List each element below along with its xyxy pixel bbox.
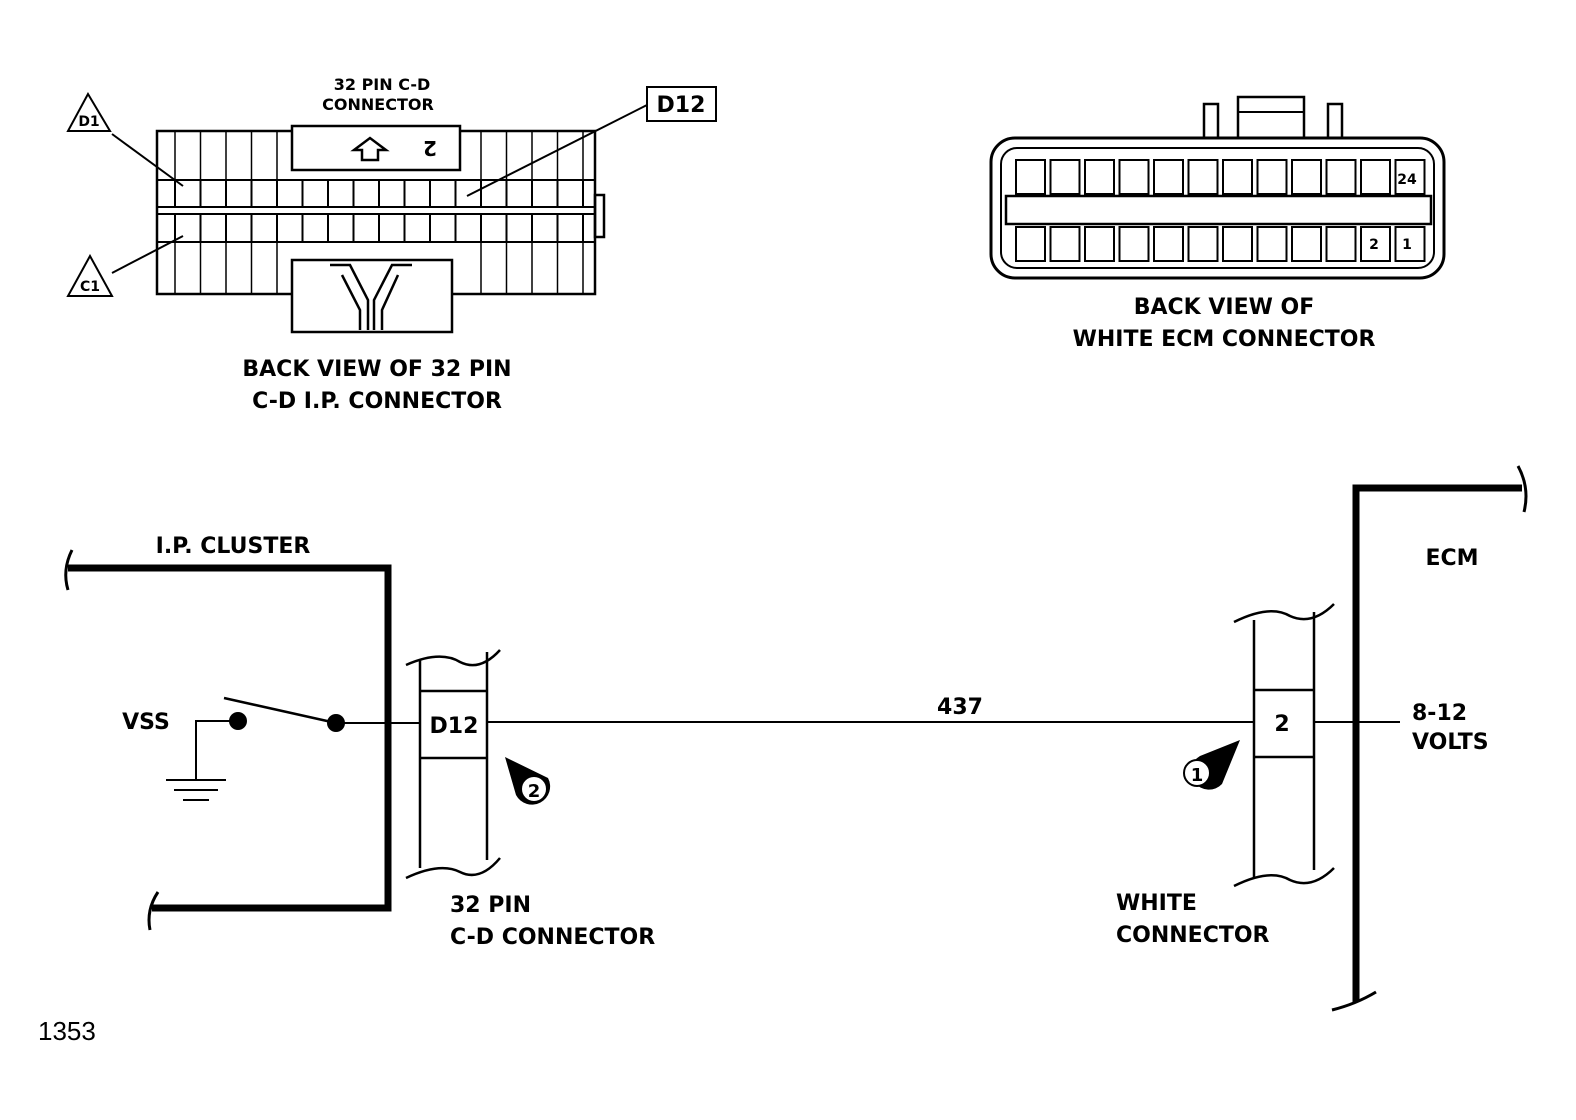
up-arrow-icon bbox=[350, 136, 390, 162]
ecm-caption-line2: WHITE ECM CONNECTOR bbox=[1073, 327, 1376, 352]
cd-connector-wire-exit bbox=[290, 258, 454, 334]
d12-callout-box bbox=[646, 86, 717, 122]
d12-callout: D12 bbox=[657, 93, 706, 118]
switch-arm bbox=[223, 696, 337, 725]
white-connector-symbol: 2 bbox=[1233, 603, 1335, 888]
c1-tag-triangle bbox=[66, 253, 114, 297]
cd-connector-caption-line1: 32 PIN bbox=[450, 893, 531, 918]
vss-label: VSS bbox=[122, 710, 170, 735]
d1-tag-triangle bbox=[66, 91, 112, 132]
wire-number: 437 bbox=[937, 695, 983, 720]
cd-caption-line1: BACK VIEW OF 32 PIN bbox=[242, 357, 511, 382]
ecm-boundary bbox=[1352, 484, 1522, 1002]
cd-connector-side-latch bbox=[593, 193, 606, 239]
voltage-line2: VOLTS bbox=[1412, 730, 1489, 755]
housing-mark: 2 bbox=[423, 136, 437, 160]
ecm-connector-latch bbox=[1236, 95, 1306, 140]
ecm-caption-line1: BACK VIEW OF bbox=[1134, 295, 1315, 320]
cd-connector-symbol: D12 bbox=[405, 649, 501, 880]
wire-bundle-icon bbox=[330, 263, 412, 330]
cd-connector-caption-line2: C-D CONNECTOR bbox=[450, 925, 655, 950]
switch-contact-left bbox=[229, 712, 247, 730]
connector-title-line1: 32 PIN C-D bbox=[334, 75, 431, 94]
c1-tag: C1 bbox=[80, 279, 100, 295]
ecm-pin-2: 2 bbox=[1369, 237, 1379, 253]
ip-cluster-boundary bbox=[68, 564, 392, 912]
connector-title-line2: CONNECTOR bbox=[322, 95, 434, 114]
circuit-schematic: I.P. CLUSTER VSS D12 437 2 bbox=[64, 465, 1528, 1012]
figure-number: 1353 bbox=[38, 1016, 96, 1046]
white-connector-caption-line1: WHITE bbox=[1116, 891, 1197, 916]
white-pin-label: 2 bbox=[1274, 712, 1289, 737]
cd-connector-back-view: 32 PIN C-D CONNECTOR 2 D1 C1 D12 BACK VI… bbox=[66, 75, 717, 414]
cd-caption-line2: C-D I.P. CONNECTOR bbox=[252, 389, 502, 414]
cd-connector-top-tab bbox=[290, 124, 462, 172]
d1-tag: D1 bbox=[78, 114, 99, 130]
step-1-label: 1 bbox=[1191, 765, 1204, 786]
ecm-pin-grid bbox=[1015, 159, 1426, 262]
cd-pin-grid bbox=[174, 131, 584, 294]
white-ecm-connector-back-view: 24 2 1 BACK VIEW OF WHITE ECM CONNECTOR bbox=[989, 95, 1446, 352]
ip-cluster-label: I.P. CLUSTER bbox=[156, 534, 311, 559]
step-2-marker: 2 bbox=[505, 757, 551, 805]
step-2-label: 2 bbox=[528, 781, 541, 802]
cd-pin-label: D12 bbox=[430, 714, 479, 739]
ecm-pin-24: 24 bbox=[1397, 172, 1417, 188]
ecm-pin-1: 1 bbox=[1402, 237, 1412, 253]
step-1-marker: 1 bbox=[1183, 740, 1240, 790]
white-connector-caption-line2: CONNECTOR bbox=[1116, 923, 1270, 948]
voltage-line1: 8-12 bbox=[1412, 701, 1467, 726]
ecm-label: ECM bbox=[1425, 546, 1478, 571]
